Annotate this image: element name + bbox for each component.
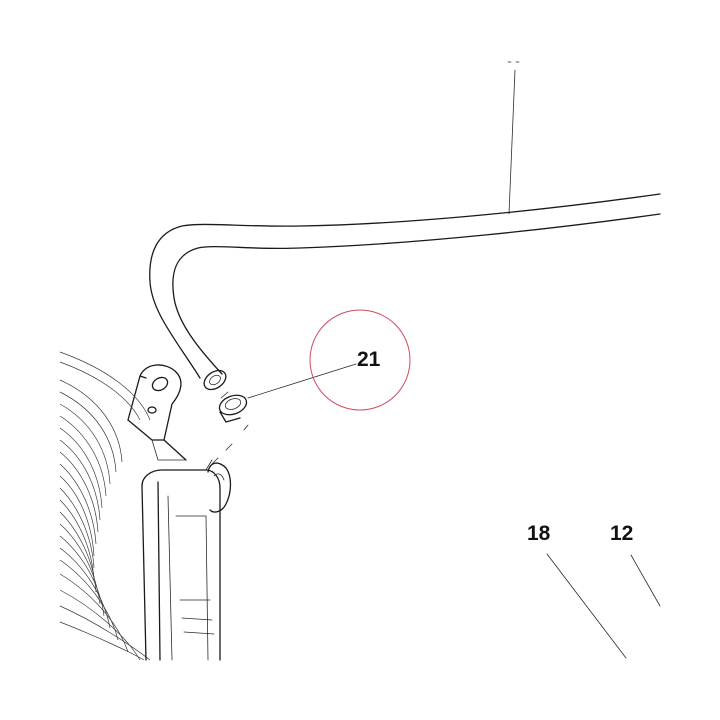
hose: [149, 193, 661, 391]
radiator-tank: [141, 459, 221, 661]
centerline: [211, 424, 249, 465]
callout-21-label: 21: [357, 348, 381, 371]
hose-clamp: [218, 391, 248, 423]
callout-12-label: 12: [610, 522, 633, 545]
callout-12-leader: [630, 554, 661, 607]
callout-21-leader: [247, 363, 357, 399]
hose-leader-line: [508, 69, 516, 215]
radiator-fitting: [207, 462, 232, 513]
callout-21-highlight-circle: [309, 309, 411, 411]
callout-18-leader: [546, 553, 627, 659]
mounting-bracket: [127, 364, 187, 461]
radiator-core: [59, 351, 151, 661]
callout-18-label: 18: [527, 522, 551, 545]
